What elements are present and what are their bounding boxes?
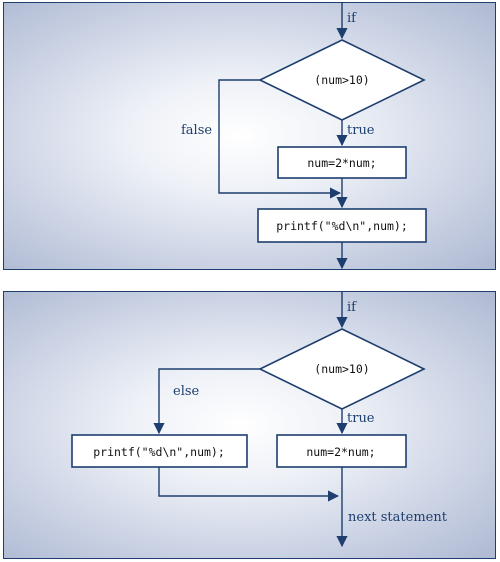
true-action-text-2: num=2*num; [306, 445, 375, 459]
next-action-box [257, 208, 427, 243]
if-entry-label-2: if [347, 300, 357, 315]
if-else-flowchart-panel [3, 291, 496, 559]
else-action-box [71, 434, 248, 468]
true-label: true [347, 123, 375, 138]
true-action-box-2 [276, 434, 407, 468]
condition-text-2: (num>10) [314, 362, 369, 376]
next-action-text: printf("%d\n",num); [276, 219, 408, 233]
true-action-text: num=2*num; [307, 156, 376, 170]
else-label: else [173, 384, 200, 399]
condition-text: (num>10) [314, 73, 369, 87]
else-action-text: printf("%d\n",num); [93, 445, 225, 459]
true-label-2: true [347, 411, 375, 426]
else-merge-path [158, 467, 340, 502]
if-entry-label: if [347, 11, 357, 26]
false-path [218, 79, 342, 199]
next-statement-label: next statement [348, 510, 448, 525]
else-path [153, 368, 260, 435]
false-label: false [181, 123, 212, 138]
